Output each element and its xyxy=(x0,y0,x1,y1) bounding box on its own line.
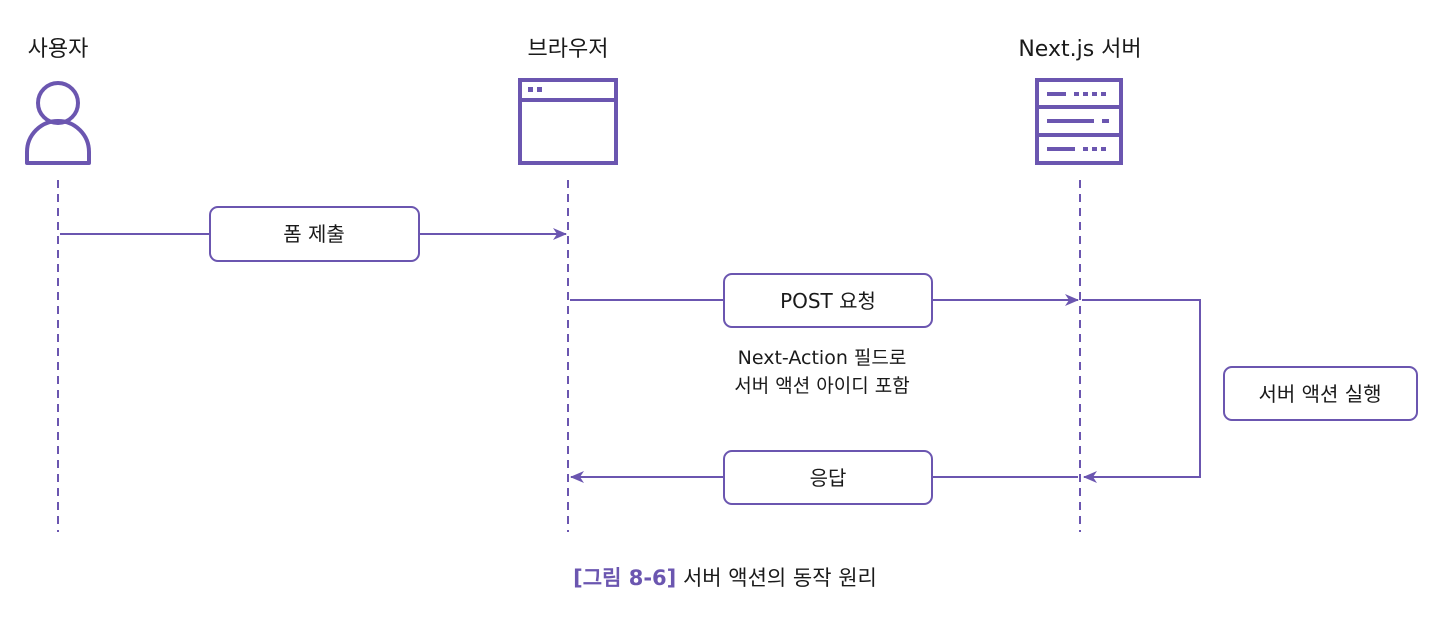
figure-caption: [그림 8-6] 서버 액션의 동작 원리 xyxy=(573,566,877,590)
browser-window-icon xyxy=(518,78,618,165)
self-action-loop xyxy=(1082,299,1201,483)
self-action-box xyxy=(1223,366,1418,421)
post-request-label: POST 요청 xyxy=(780,289,876,313)
actor-label-user: 사용자 xyxy=(28,37,89,62)
server-rack-icon xyxy=(1035,78,1123,165)
response-box xyxy=(723,450,933,505)
form-submit-box xyxy=(209,206,420,262)
form-submit-label: 폼 제출 xyxy=(283,222,345,246)
note-line-2: 서버 액션 아이디 포함 xyxy=(734,375,909,397)
actor-label-browser: 브라우저 xyxy=(528,37,609,62)
response-label: 응답 xyxy=(810,466,847,490)
self-action-label: 서버 액션 실행 xyxy=(1258,382,1381,406)
note-line-1: Next-Action 필드로 xyxy=(738,347,907,369)
figure-caption-text: 서버 액션의 동작 원리 xyxy=(683,566,877,590)
actor-label-server: Next.js 서버 xyxy=(1018,37,1141,62)
figure-caption-prefix: [그림 8-6] xyxy=(573,566,676,590)
post-request-box xyxy=(723,273,933,328)
user-icon xyxy=(25,81,91,165)
